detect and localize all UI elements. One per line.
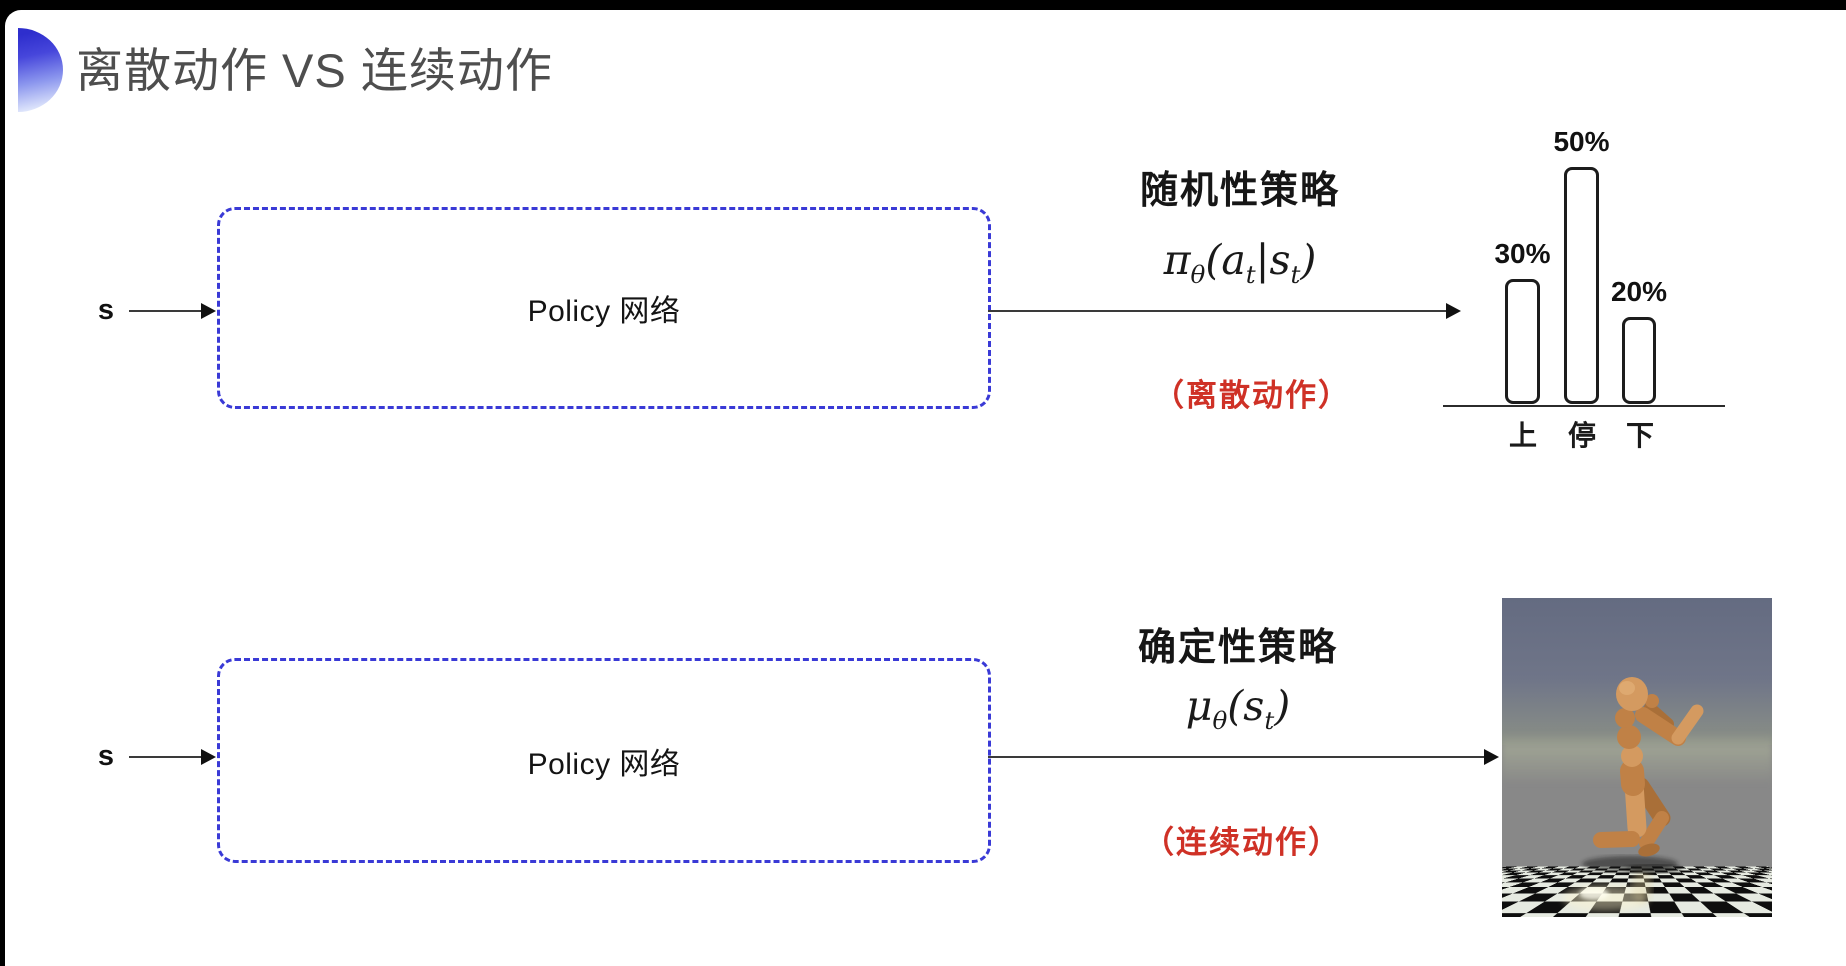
- formula-bar-s: |s: [1255, 236, 1291, 284]
- bar-up: [1505, 279, 1540, 404]
- formula-mu: μ: [1185, 682, 1213, 730]
- input-arrow-bottom: [129, 749, 216, 765]
- formula-theta-sub: θ: [1212, 706, 1228, 736]
- action-probability-bar-chart: 30% 50% 20% 上 停 下: [1443, 100, 1725, 456]
- state-input-label-bottom: s: [97, 740, 115, 772]
- sim-sky: [1502, 598, 1772, 745]
- stochastic-policy-formula: πθ(at|st): [1040, 236, 1440, 289]
- input-arrow-top: [129, 303, 216, 319]
- bar-value-label: 30%: [1494, 238, 1551, 269]
- formula-close: ): [1300, 236, 1317, 284]
- bar-stop: [1564, 167, 1599, 404]
- output-arrow-top: [988, 303, 1461, 319]
- formula-t-sub: t: [1264, 706, 1275, 736]
- top-black-border: [0, 0, 1846, 10]
- state-input-label-top: s: [97, 294, 115, 326]
- page-title: 离散动作 VS 连续动作: [76, 44, 553, 97]
- formula-open-s: (s: [1227, 682, 1265, 730]
- bar-group-down: 20%: [1611, 276, 1667, 404]
- humanoid-simulation-image: [1502, 598, 1772, 917]
- bar-down: [1622, 317, 1656, 404]
- deterministic-policy-title: 确定性策略: [1137, 627, 1338, 669]
- chart-baseline: [1443, 404, 1725, 407]
- policy-network-box-bottom: Policy 网络: [217, 658, 991, 863]
- category-label-up: 上: [1508, 420, 1537, 451]
- output-arrow-bottom: [988, 749, 1499, 765]
- bar-group-stop: 50%: [1553, 126, 1610, 404]
- policy-network-label-bottom: Policy 网络: [527, 747, 681, 781]
- continuous-action-note: （连续动作）: [1143, 825, 1341, 860]
- formula-pi: π: [1163, 236, 1191, 284]
- category-label-stop: 停: [1567, 420, 1596, 451]
- bar-value-label: 20%: [1610, 276, 1668, 307]
- bar-value-label: 50%: [1553, 126, 1610, 157]
- stochastic-policy-title: 随机性策略: [1139, 170, 1340, 212]
- formula-theta-sub: θ: [1190, 260, 1206, 290]
- category-label-down: 下: [1625, 420, 1654, 451]
- formula-close: ): [1274, 682, 1291, 730]
- bar-group-up: 30%: [1494, 238, 1551, 404]
- left-black-border: [0, 0, 5, 966]
- formula-t-sub1: t: [1245, 260, 1256, 290]
- policy-network-label-top: Policy 网络: [527, 295, 681, 328]
- formula-t-sub2: t: [1290, 260, 1301, 290]
- deterministic-policy-formula: μθ(st): [1038, 682, 1438, 735]
- discrete-action-note: （离散动作）: [1153, 378, 1351, 413]
- formula-open-a: (a: [1205, 236, 1246, 284]
- policy-network-box-top: Policy 网络: [217, 207, 991, 409]
- humanoid-robot-figure: [1563, 677, 1704, 911]
